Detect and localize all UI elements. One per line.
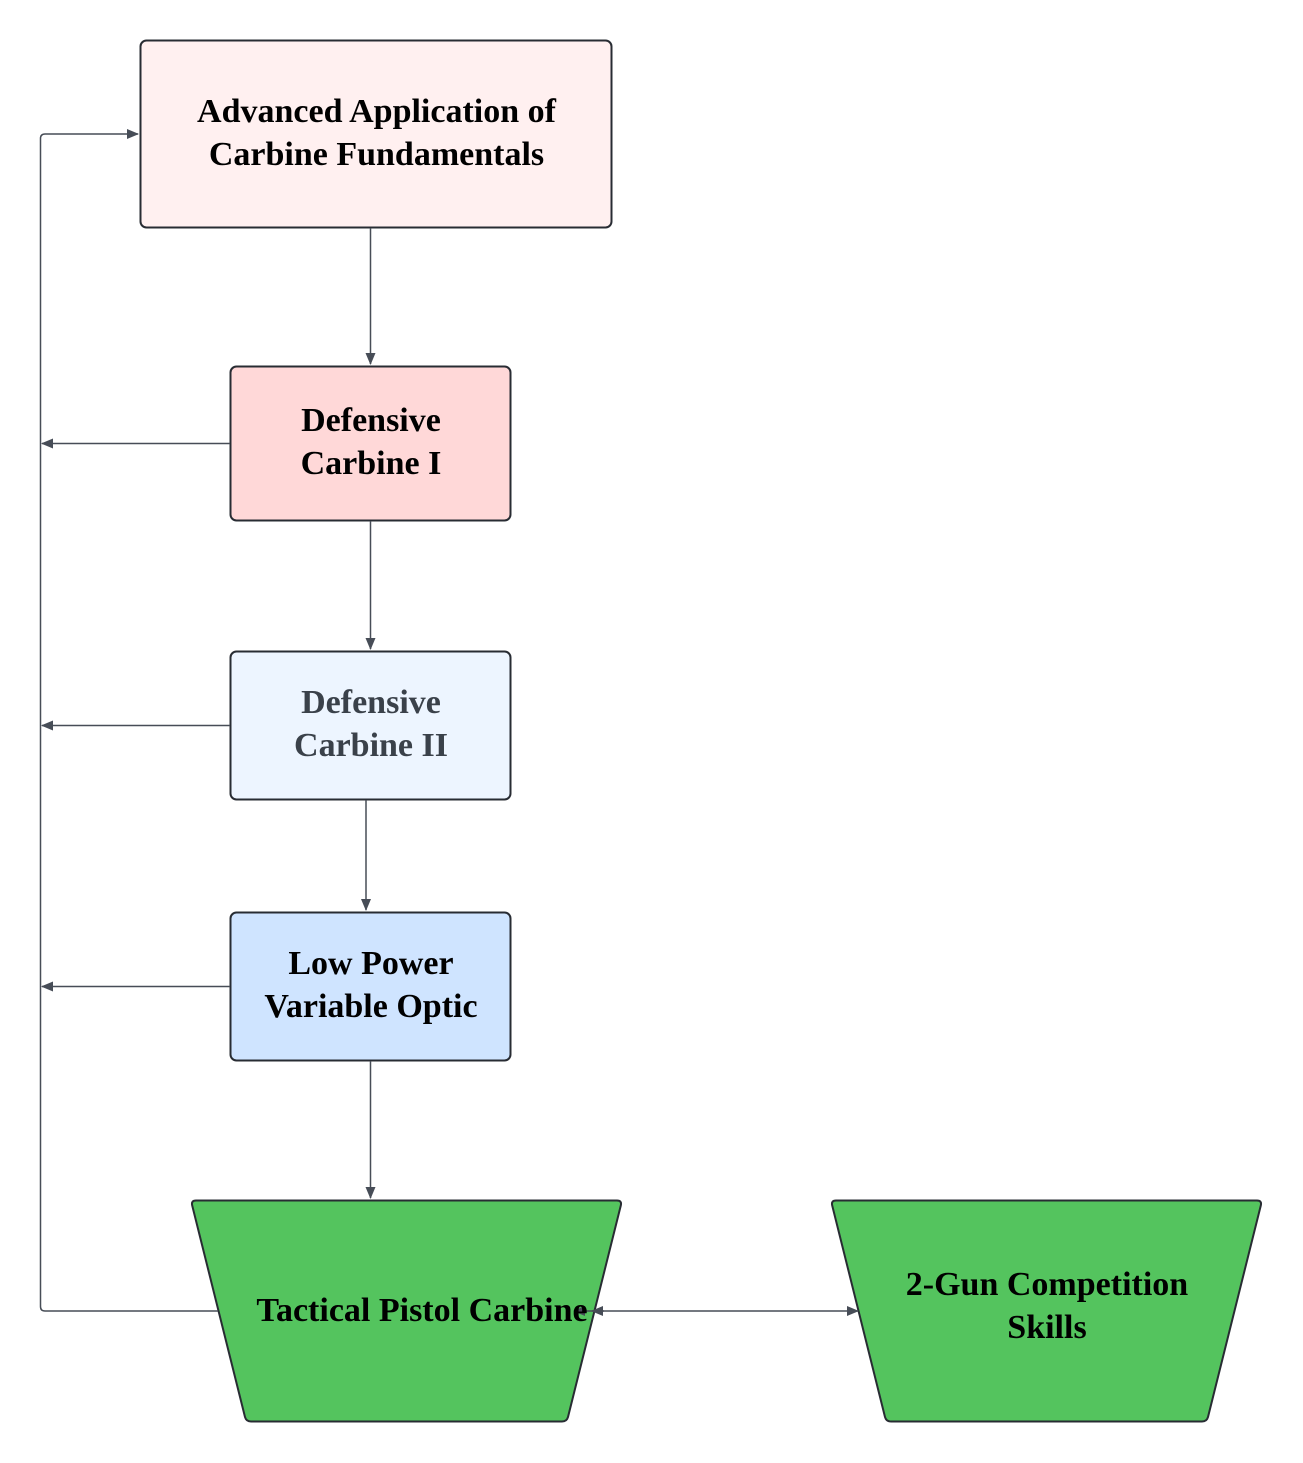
node-defensive2-line2: Carbine II — [294, 727, 448, 764]
node-twogun-line2: Skills — [1007, 1309, 1087, 1346]
node-defensive2-label: Defensive Carbine II — [231, 652, 511, 800]
node-advanced-line2: Carbine Fundamentals — [208, 135, 545, 173]
node-lpvo-label: Low Power Variable Optic — [231, 913, 511, 1061]
node-defensive2-line1: Defensive — [301, 684, 441, 721]
node-twogun-line1: 2-Gun Competition — [905, 1266, 1189, 1303]
node-lpvo-shape[interactable] — [229, 911, 512, 1062]
node-lpvo-line2: Variable Optic — [264, 988, 478, 1025]
node-tactical-label: Tactical Pistol Carbine — [192, 1288, 622, 1332]
node-defensive1-line1: Defensive — [301, 402, 441, 439]
node-defensive1-shape[interactable] — [229, 365, 512, 522]
node-advanced-line1: Advanced Application of — [197, 92, 556, 130]
node-lpvo-line1: Low Power — [288, 945, 454, 982]
node-advanced-shape[interactable] — [139, 39, 613, 229]
connector-tactical-return-loop — [39, 129, 218, 1312]
node-tactical-line1: Tactical Pistol Carbine — [256, 1291, 588, 1329]
node-defensive2-shape[interactable] — [229, 650, 512, 801]
node-tactical-shape[interactable] — [190, 1199, 623, 1423]
node-defensive1-label: Defensive Carbine I — [231, 367, 511, 521]
node-advanced-label: Advanced Application of Carbine Fundamen… — [141, 41, 612, 228]
node-twogun-shape[interactable] — [830, 1199, 1263, 1423]
node-defensive1-line2: Carbine I — [300, 445, 442, 482]
node-twogun-label: 2-Gun Competition Skills — [832, 1201, 1262, 1417]
